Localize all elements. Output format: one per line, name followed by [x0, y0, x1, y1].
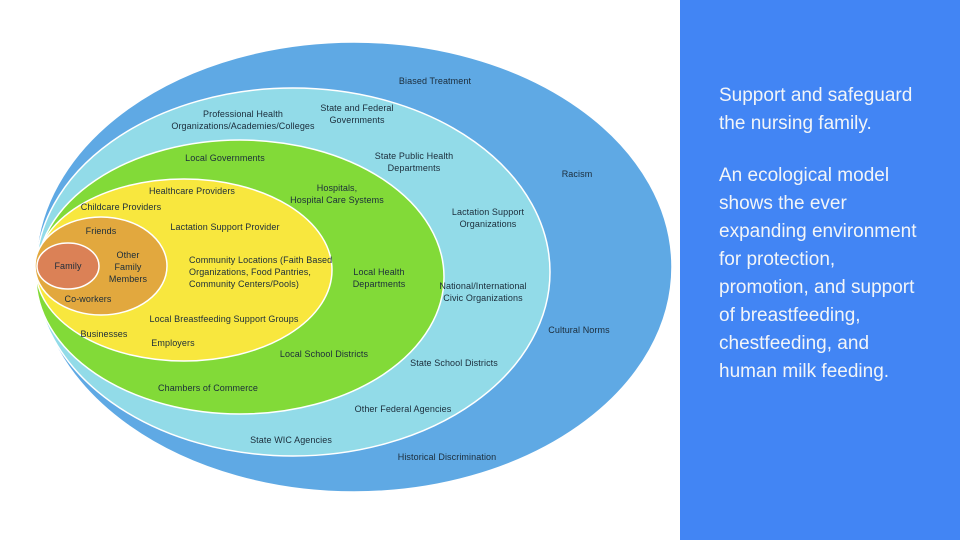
- ring-close-network: [34, 216, 168, 316]
- right-text-panel: Support and safeguard the nursing family…: [680, 0, 960, 540]
- ring-family: [36, 242, 100, 290]
- nested-ellipses: [34, 41, 673, 493]
- panel-paragraph-title: Support and safeguard the nursing family…: [719, 85, 913, 134]
- panel-paragraph-body: An ecological model shows the ever expan…: [719, 165, 917, 382]
